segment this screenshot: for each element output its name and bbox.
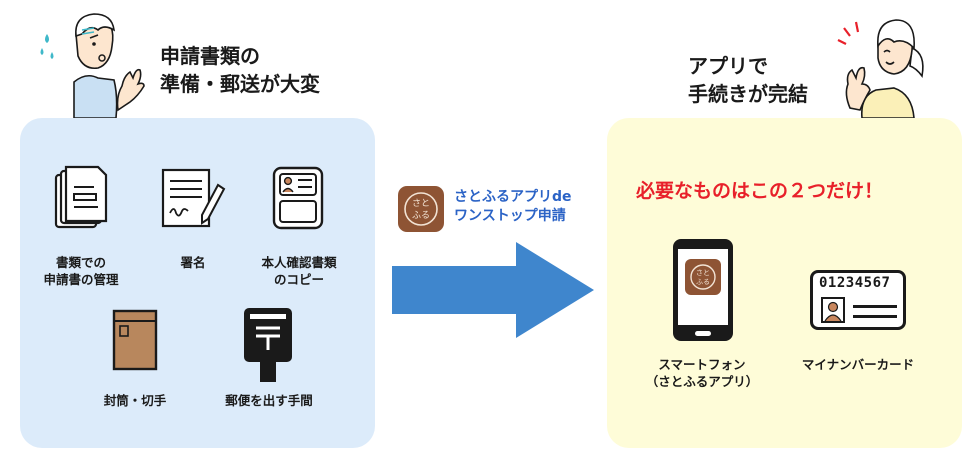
- my-number-card-icon: 01234567: [810, 270, 906, 330]
- card-line-1: [853, 305, 897, 308]
- id-copy-caption-line-2: のコピー: [273, 272, 324, 287]
- signature-caption: 署名: [150, 254, 236, 271]
- envelope-stamp-caption: 封筒・切手: [86, 392, 184, 409]
- smartphone-caption-line-2: （さとふるアプリ）: [645, 374, 759, 389]
- left-heading-line-2: 準備・郵送が大変: [160, 72, 320, 96]
- svg-text:ふる: ふる: [696, 278, 710, 286]
- svg-text:さと: さと: [696, 269, 710, 277]
- id-copy-icon: [272, 166, 324, 230]
- signature-icon: [161, 168, 226, 228]
- right-panel: [607, 118, 962, 448]
- documents-icon: [54, 165, 108, 229]
- app-label: さとふるアプリde ワンストップ申請: [454, 188, 572, 226]
- signature-caption-line-1: 署名: [180, 255, 206, 270]
- right-heading-line-1: アプリで: [688, 54, 768, 78]
- my-number-card-caption-line-1: マイナンバーカード: [801, 357, 915, 372]
- documents-caption-line-2: 申請書の管理: [43, 272, 119, 287]
- happy-person-illustration: [837, 19, 924, 118]
- smartphone-caption: スマートフォン （さとふるアプリ）: [632, 356, 772, 390]
- right-heading: アプリで 手続きが完結: [688, 52, 808, 108]
- documents-caption: 書類での 申請書の管理: [28, 254, 134, 288]
- app-label-line-1: さとふるアプリde: [454, 189, 572, 205]
- card-photo-icon: [821, 297, 845, 323]
- svg-text:さと: さと: [412, 198, 430, 209]
- documents-caption-line-1: 書類での: [55, 255, 106, 270]
- svg-text:ふる: ふる: [412, 210, 430, 221]
- mailbox-caption-line-1: 郵便を出す手間: [225, 393, 313, 408]
- envelope-stamp-caption-line-1: 封筒・切手: [103, 393, 167, 408]
- left-heading: 申請書類の 準備・郵送が大変: [160, 42, 320, 98]
- emphasis-text: 必要なものはこの２つだけ！: [636, 180, 884, 202]
- mailbox-caption: 郵便を出す手間: [212, 392, 326, 409]
- mailbox-icon: [244, 308, 292, 382]
- my-number-card-caption: マイナンバーカード: [790, 356, 926, 373]
- app-label-line-2: ワンストップ申請: [454, 208, 566, 224]
- worried-person-illustration: [40, 13, 145, 118]
- smartphone-icon: さと ふる: [673, 239, 733, 341]
- card-line-2: [853, 315, 897, 318]
- id-copy-caption: 本人確認書類 のコピー: [244, 254, 354, 288]
- id-copy-caption-line-1: 本人確認書類: [261, 255, 337, 270]
- envelope-stamp-icon: [112, 309, 158, 371]
- card-number: 01234567: [819, 275, 891, 291]
- flow-arrow: [392, 242, 594, 338]
- smartphone-caption-line-1: スマートフォン: [658, 357, 746, 372]
- satofuru-app-icon: さと ふる: [398, 186, 444, 232]
- right-heading-line-2: 手続きが完結: [688, 82, 808, 106]
- left-heading-line-1: 申請書類の: [160, 44, 260, 68]
